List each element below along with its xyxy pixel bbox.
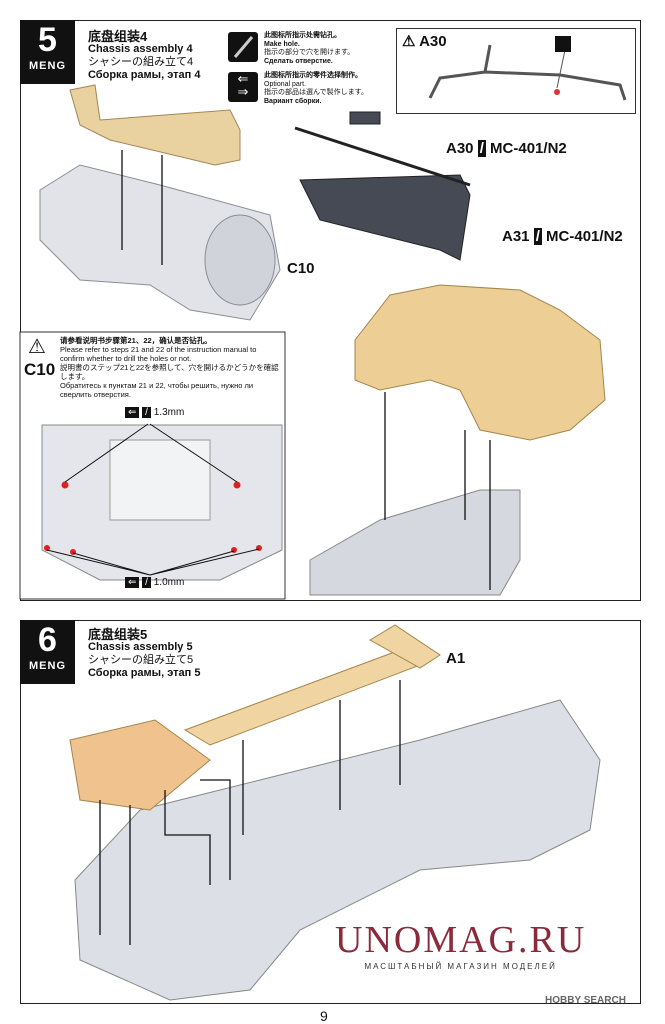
- warning-icon: ⚠: [28, 336, 46, 358]
- step-6-badge: 6 MENG: [20, 620, 75, 684]
- callout-c10: C10: [287, 260, 315, 277]
- note-part-label: C10: [24, 360, 56, 379]
- title-cn: 底盘组装4: [88, 29, 148, 44]
- inset-label: ⚠ A30: [402, 32, 447, 50]
- title-ru: Сборка рамы, этап 5: [88, 667, 201, 679]
- part-label: A30: [446, 140, 474, 157]
- optional-arrows-icon: ⇐: [125, 407, 140, 418]
- step-6-title: 底盘组装5 Chassis assembly 5 シャシーの組み立て5 Сбор…: [88, 628, 200, 680]
- bracket-parts: [294, 111, 471, 261]
- legend-en: Make hole.: [264, 40, 300, 48]
- paint-code: MC-401/N2: [490, 140, 567, 157]
- title-ru: Сборка рамы, этап 4: [88, 69, 201, 81]
- a30-axle-drawing: [428, 44, 627, 101]
- optional-arrows-icon: ⇐⇒: [228, 72, 258, 102]
- drill-size: 1.3mm: [153, 407, 185, 418]
- note-text: 请参看说明书步骤第21、22，确认是否钻孔。 Please refer to s…: [60, 336, 282, 399]
- step-number: 5: [38, 21, 57, 59]
- legend-en: Optional part.: [264, 80, 307, 88]
- brand-logo: MENG: [29, 60, 66, 72]
- inset-part: A30: [419, 33, 447, 50]
- note-jp: 説明書のステップ21と22を参照して、穴を開けるかどうかを確認します。: [60, 363, 279, 381]
- fender-part: [69, 719, 211, 811]
- legend-drill: 此图标所指示处需钻孔。 Make hole. 指示の部分で穴を開けます。 Сде…: [228, 32, 388, 66]
- page-number: 9: [320, 1008, 328, 1024]
- legend-jp: 指示の部分で穴を開けます。: [264, 49, 355, 56]
- fender-part: [354, 284, 606, 441]
- warning-icon: ⚠: [402, 33, 416, 50]
- drill-size: 1.0mm: [153, 577, 185, 588]
- title-jp: シャシーの組み立て4: [88, 56, 194, 68]
- legend-optional: ⇐⇒ 此图标所指示的零件选择制作。 Optional part. 指示の部品は選…: [228, 72, 398, 106]
- inset-a30: [396, 28, 636, 114]
- c10-underside-drawing: [41, 423, 283, 581]
- step-number: 6: [38, 621, 57, 659]
- chassis-c10-part: [39, 164, 281, 321]
- brand-logo: MENG: [29, 660, 66, 672]
- callout-a31: A31 / MC-401/N2: [502, 228, 623, 245]
- title-cn: 底盘组装5: [88, 627, 148, 642]
- legend-ru: Сделать отверстие.: [264, 57, 333, 65]
- callout-a30: A30 / MC-401/N2: [446, 140, 567, 157]
- chassis-floor-part: [309, 489, 521, 596]
- drill-size-top: ⇐ / 1.3mm: [125, 407, 184, 418]
- drill-icon: [228, 32, 258, 62]
- note-cn: 请参看说明书步骤第21、22，确认是否钻孔。: [60, 336, 212, 345]
- title-jp: シャシーの組み立て5: [88, 654, 194, 666]
- note-en: Please refer to steps 21 and 22 of the i…: [60, 345, 257, 363]
- source-watermark: HOBBY SEARCH: [545, 995, 626, 1006]
- optional-arrows-icon: ⇐: [125, 577, 140, 588]
- legend-cn: 此图标所指示的零件选择制作。: [264, 72, 362, 79]
- drill-icon: /: [142, 407, 151, 418]
- legend-jp: 指示の部品は選んで製作します。: [264, 89, 368, 96]
- watermark: UNOMAG.RU МАСШТАБНЫЙ МАГАЗИН МОДЕЛЕЙ: [335, 918, 586, 971]
- watermark-subtitle: МАСШТАБНЫЙ МАГАЗИН МОДЕЛЕЙ: [364, 962, 557, 971]
- title-en: Chassis assembly 5: [88, 641, 193, 653]
- paint-icon: /: [477, 140, 486, 157]
- drill-icon: [555, 36, 571, 52]
- drill-size-bottom: ⇐ / 1.0mm: [125, 577, 184, 588]
- paint-code: MC-401/N2: [546, 228, 623, 245]
- legend-ru: Вариант сборки.: [264, 97, 322, 105]
- note-ru: Обратитесь к пунктам 21 и 22, чтобы реши…: [60, 381, 254, 399]
- chassis-frame-part: [69, 84, 241, 166]
- paint-icon: /: [533, 228, 542, 245]
- watermark-title: UNOMAG.RU: [335, 919, 587, 961]
- chassis-full-drawing: [74, 699, 601, 1001]
- step-5-title: 底盘组装4 Chassis assembly 4 シャシーの組み立て4 Сбор…: [88, 30, 200, 82]
- callout-a1: A1: [446, 650, 466, 667]
- title-en: Chassis assembly 4: [88, 43, 193, 55]
- part-label: A31: [502, 228, 530, 245]
- legend-cn: 此图标所指示处需钻孔。: [264, 32, 341, 39]
- step-6-panel: [20, 620, 641, 1004]
- drill-icon: /: [142, 577, 151, 588]
- step-5-badge: 5 MENG: [20, 20, 75, 84]
